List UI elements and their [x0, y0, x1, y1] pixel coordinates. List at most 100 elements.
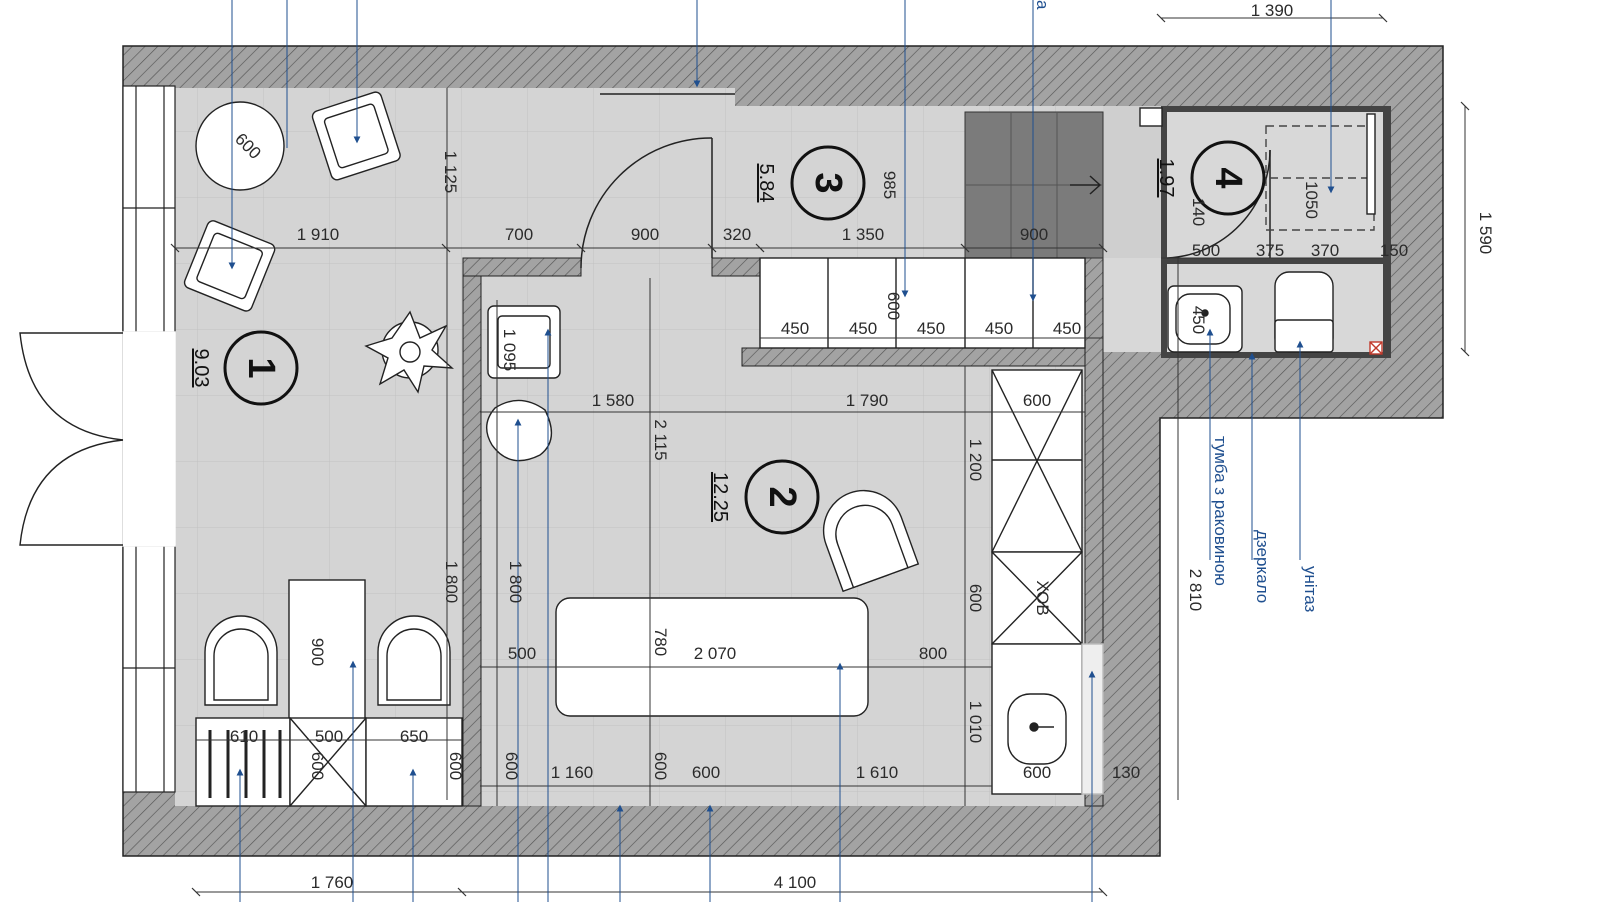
dim-1910: 1 910 [297, 225, 340, 244]
label-toilet: унітаз [1301, 566, 1320, 613]
dim-450-c: 450 [917, 319, 945, 338]
shoe-rack [195, 717, 291, 807]
dim-450-b: 450 [849, 319, 877, 338]
door-room2-swing [580, 137, 713, 269]
dim-900-c: 900 [308, 638, 327, 666]
plant-icon [364, 310, 454, 394]
stairs-arrow-icon [1070, 175, 1102, 195]
dim-370: 370 [1311, 241, 1339, 260]
dim-1760: 1 760 [311, 873, 354, 892]
room-3-area: 5.84 [755, 164, 777, 203]
dim-140: 140 [1189, 198, 1208, 226]
dim-600-w: 600 [651, 752, 670, 780]
partition-top-left [462, 257, 582, 277]
bath-bottom-wall [1161, 352, 1391, 358]
label-mirror: дзеркало [1253, 530, 1272, 603]
windows [122, 85, 176, 793]
chair-room2-top [487, 305, 561, 379]
entrance-door [19, 331, 176, 547]
dim-650: 650 [400, 727, 428, 746]
partition-top-right [711, 257, 761, 277]
dim-1790: 1 790 [846, 391, 889, 410]
dim-610: 610 [230, 727, 258, 746]
dim-780: 780 [651, 628, 670, 656]
dim-1800-a: 1 800 [442, 561, 461, 604]
room-labels: 1 9.03 2 12.25 3 5.84 4 1.97 [190, 140, 1266, 535]
dim-600-y: 600 [1023, 763, 1051, 782]
dim-1125: 1 125 [441, 151, 460, 194]
fixture-notes: тумба з раковиною дзеркало унітаз а [1033, 0, 1320, 613]
room-1-marker [223, 330, 299, 406]
bath-left-wall [1161, 106, 1167, 358]
dim-1160: 1 160 [551, 763, 594, 782]
dim-450-vertical: 450 [1189, 306, 1208, 334]
dim-500-c: 500 [315, 727, 343, 746]
room-1-area: 9.03 [190, 349, 212, 388]
room-4-number: 4 [1207, 167, 1249, 188]
dim-1390: 1 390 [1251, 1, 1294, 20]
room-2-area: 12.25 [709, 472, 731, 522]
room-4-area: 1.97 [1155, 159, 1177, 198]
armchair-top [311, 91, 401, 181]
dim-600-x: 600 [692, 763, 720, 782]
dim-1590: 1 590 [1476, 212, 1495, 255]
round-table [195, 101, 285, 191]
room-4-marker [1190, 140, 1266, 216]
dim-700: 700 [505, 225, 533, 244]
dim-1200: 1 200 [966, 439, 985, 482]
storage-box-label: ХОВ [1033, 580, 1052, 615]
dim-1095: 1 095 [500, 329, 519, 372]
bath-entry-floor [1103, 106, 1161, 258]
interior-doors [580, 93, 1271, 269]
dim-1800-b: 1 800 [506, 561, 525, 604]
label-top-cut: а [1033, 0, 1052, 10]
partition-left [462, 257, 482, 807]
window-top-left [122, 85, 176, 333]
kitchen-counter [759, 257, 1086, 349]
big-table [555, 597, 869, 717]
dimension-lines [170, 0, 1470, 902]
dim-450-d: 450 [985, 319, 1013, 338]
room-2-marker [744, 459, 820, 535]
dim-450-a: 450 [781, 319, 809, 338]
room-3-number: 3 [807, 172, 849, 193]
room-3-floor [463, 88, 1103, 258]
dimension-text: 1 390 1 590 1 125 1 910 700 900 320 1 35… [230, 1, 1495, 892]
dim-2070: 2 070 [694, 644, 737, 663]
dim-320: 320 [723, 225, 751, 244]
desk-chair-left [204, 615, 278, 706]
partition-bath [1161, 258, 1383, 264]
dim-130: 130 [1112, 763, 1140, 782]
cabinet-650 [365, 717, 463, 807]
dim-1010: 1 010 [966, 701, 985, 744]
dim-600-u: 600 [502, 752, 521, 780]
furniture [183, 91, 1383, 807]
room-2-number: 2 [761, 486, 803, 507]
dim-375: 375 [1256, 241, 1284, 260]
bath-right-wall [1383, 106, 1391, 352]
dim-450-e: 450 [1053, 319, 1081, 338]
dim-900-a: 900 [631, 225, 659, 244]
dim-1610: 1 610 [856, 763, 899, 782]
dim-2115: 2 115 [651, 419, 670, 460]
vent [1139, 107, 1163, 127]
window-bottom-left [122, 545, 176, 793]
side-table-oval [486, 399, 553, 462]
dim-600-vertical: 600 [884, 292, 903, 320]
dim-1050: 1050 [1302, 181, 1321, 219]
armchair-room2 [822, 489, 920, 593]
dim-600-right-2: 600 [966, 584, 985, 612]
dim-900-b: 900 [1020, 225, 1048, 244]
dim-1580: 1 580 [592, 391, 635, 410]
dim-985: 985 [880, 171, 899, 199]
partition-kitchen-bottom [741, 347, 1104, 367]
desk-chair-right [377, 615, 451, 706]
dim-800: 800 [919, 644, 947, 663]
dim-1350: 1 350 [842, 225, 885, 244]
dim-150: 150 [1380, 241, 1408, 260]
dim-600-t: 600 [446, 752, 465, 780]
dim-600-right-1: 600 [1023, 391, 1051, 410]
bath-top-wall [1161, 106, 1391, 112]
dim-500-b: 500 [508, 644, 536, 663]
